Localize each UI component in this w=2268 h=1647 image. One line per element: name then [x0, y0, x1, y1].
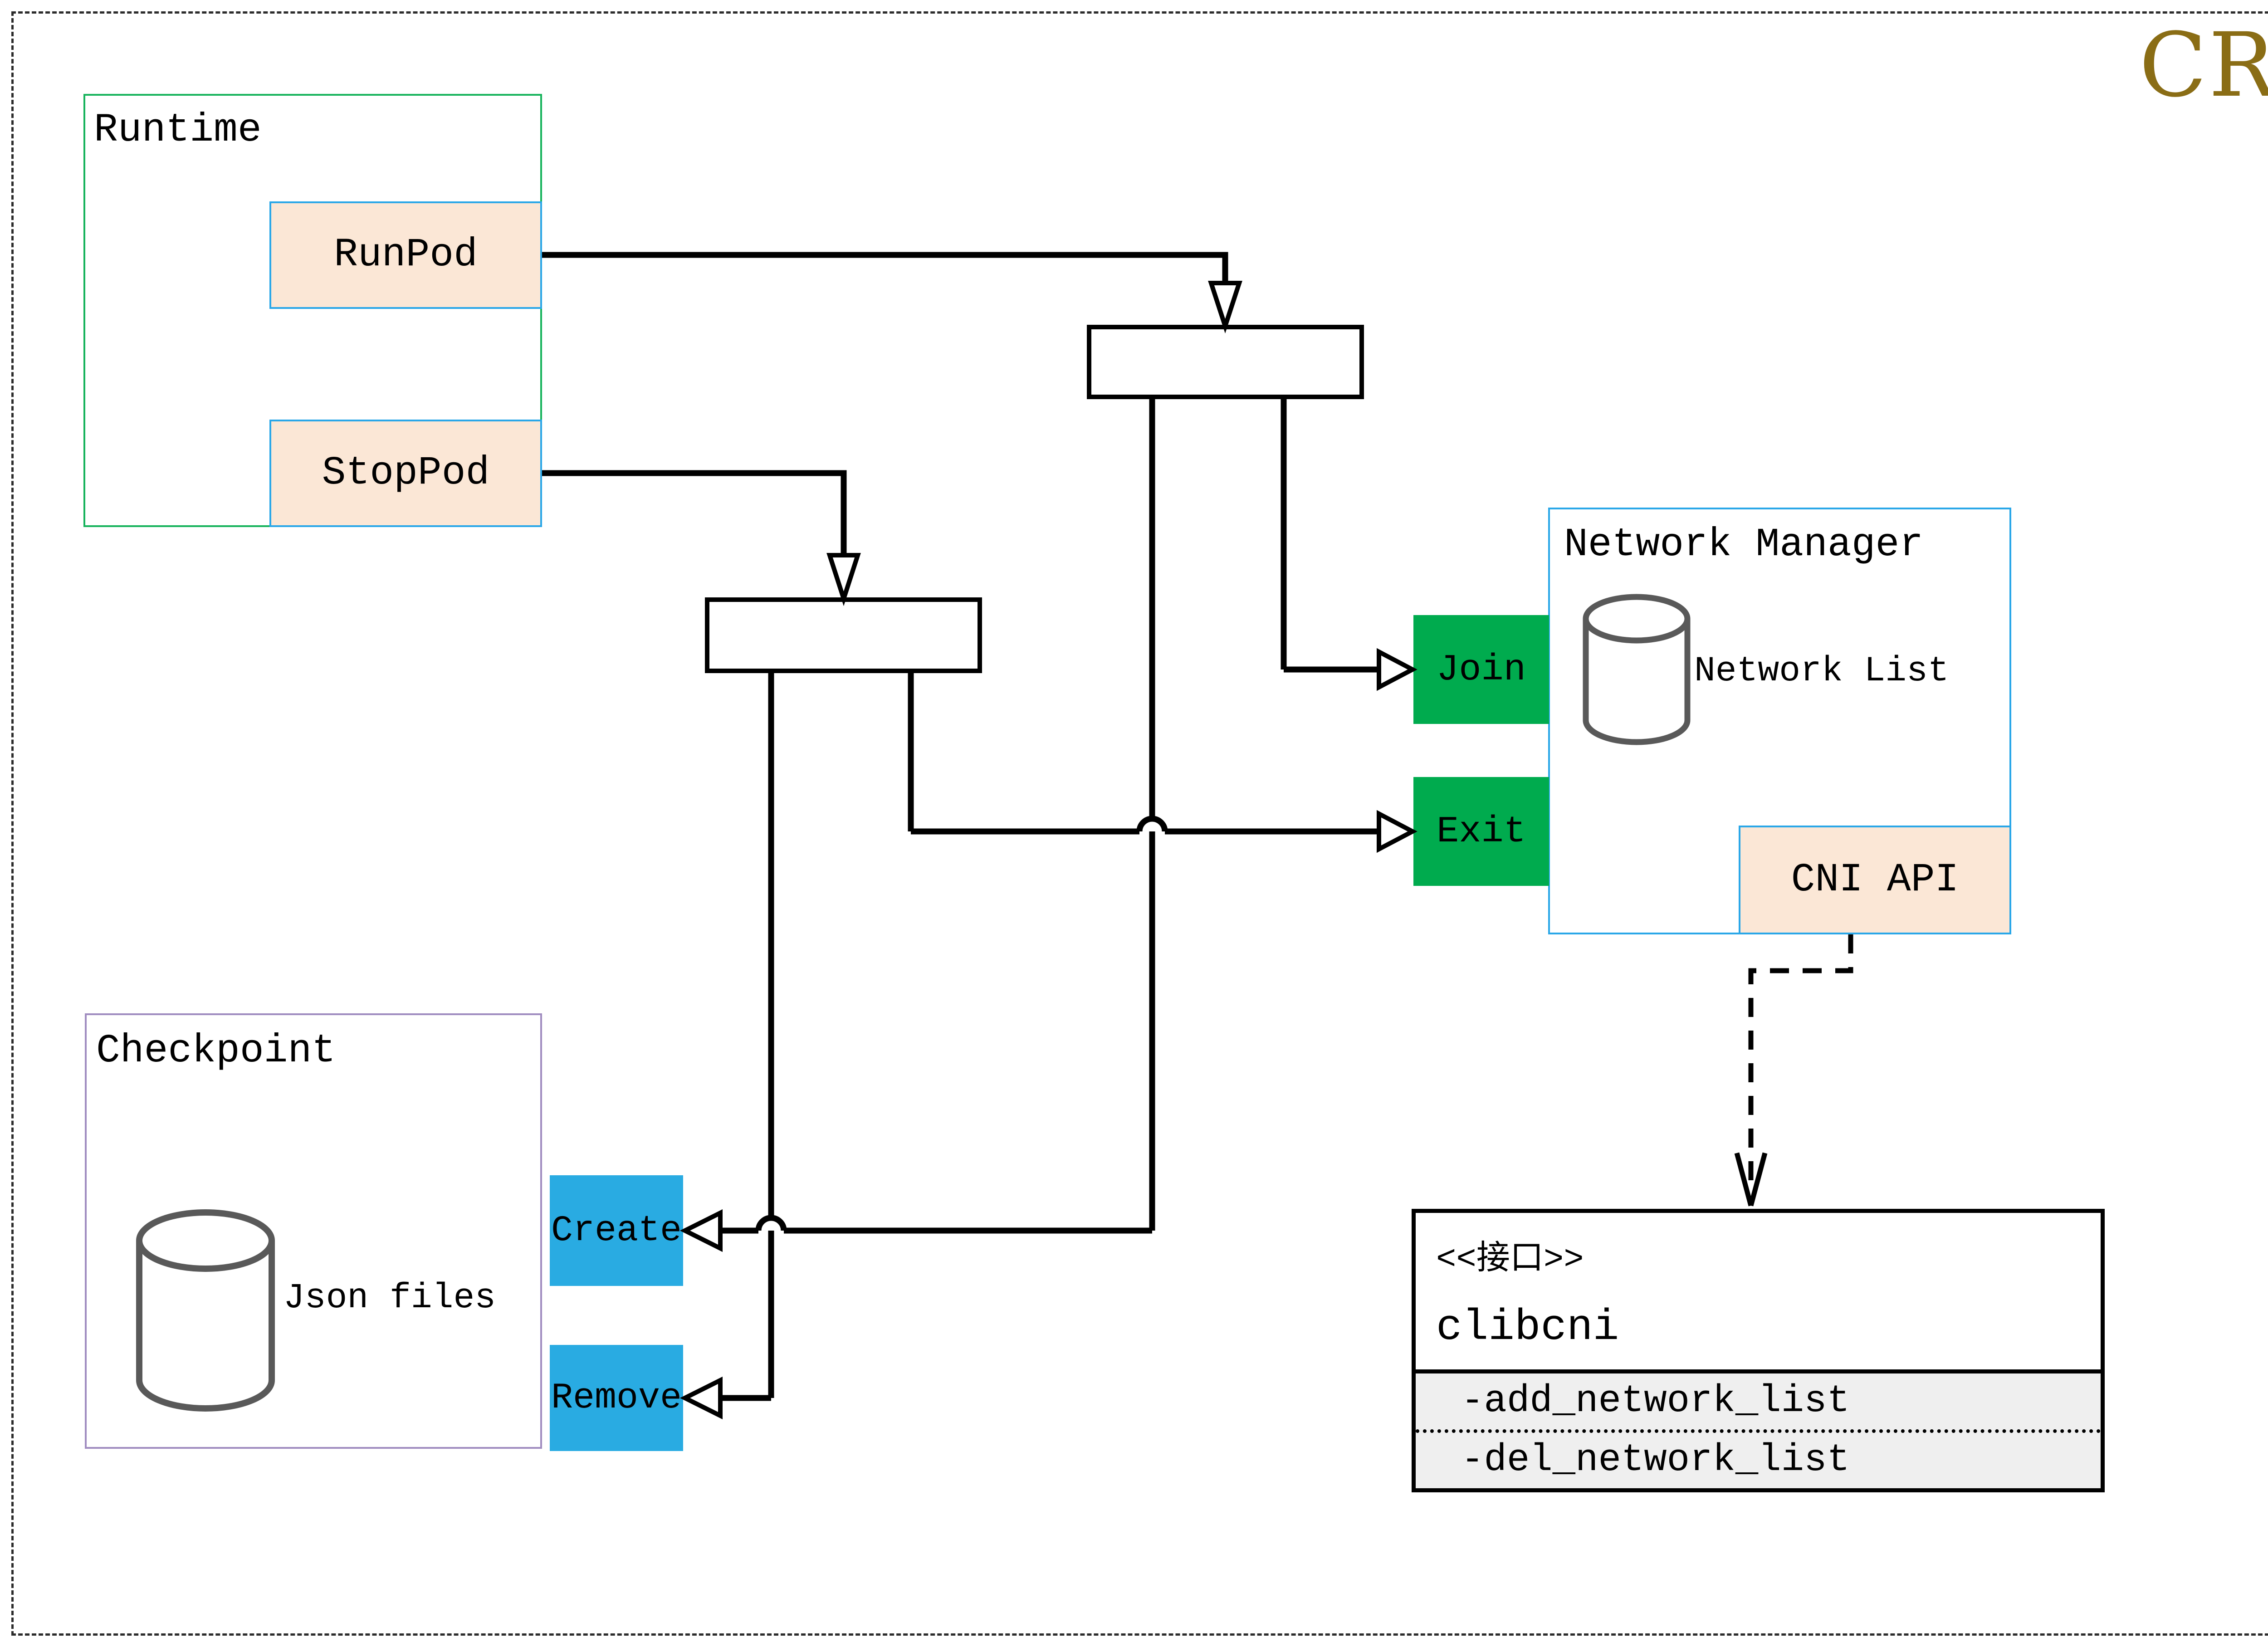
clibcni-header: <<接口>> clibcni: [1416, 1213, 2101, 1369]
stoppod-label: StopPod: [322, 451, 490, 496]
exit-label: Exit: [1437, 810, 1526, 853]
page-dashed-border: [11, 11, 2268, 1636]
create-label: Create: [551, 1210, 682, 1251]
network-list-label: Network List: [1694, 651, 1949, 691]
checkpoint-label: Checkpoint: [96, 1029, 336, 1074]
clibcni-method-section: -add_network_list -del_network_list: [1416, 1369, 2101, 1488]
remove-label: Remove: [551, 1377, 682, 1419]
runtime-label: Runtime: [94, 108, 262, 153]
remove-box: Remove: [550, 1345, 683, 1451]
clibcni-interface-box: <<接口>> clibcni -add_network_list -del_ne…: [1412, 1209, 2105, 1492]
clibcni-stereotype: <<接口>>: [1436, 1241, 1584, 1279]
clibcni-method-add: -add_network_list: [1416, 1373, 2101, 1433]
exit-box: Exit: [1413, 777, 1549, 886]
runpod-label: RunPod: [334, 233, 478, 278]
runpod-box: RunPod: [269, 201, 542, 309]
stoppod-box: StopPod: [269, 420, 542, 527]
json-files-label: Json files: [284, 1278, 496, 1318]
join-label: Join: [1437, 648, 1526, 691]
clibcni-method-del: -del_network_list: [1461, 1439, 1850, 1482]
network-manager-label: Network Manager: [1564, 523, 1924, 567]
diagram-title: CRI: [2139, 14, 2268, 117]
cni-api-box: CNI API: [1739, 826, 2011, 934]
cni-api-label: CNI API: [1791, 857, 1959, 903]
checkpoint-box: [85, 1013, 542, 1449]
create-box: Create: [550, 1175, 683, 1286]
join-box: Join: [1413, 615, 1549, 724]
clibcni-name: clibcni: [1436, 1303, 1619, 1352]
